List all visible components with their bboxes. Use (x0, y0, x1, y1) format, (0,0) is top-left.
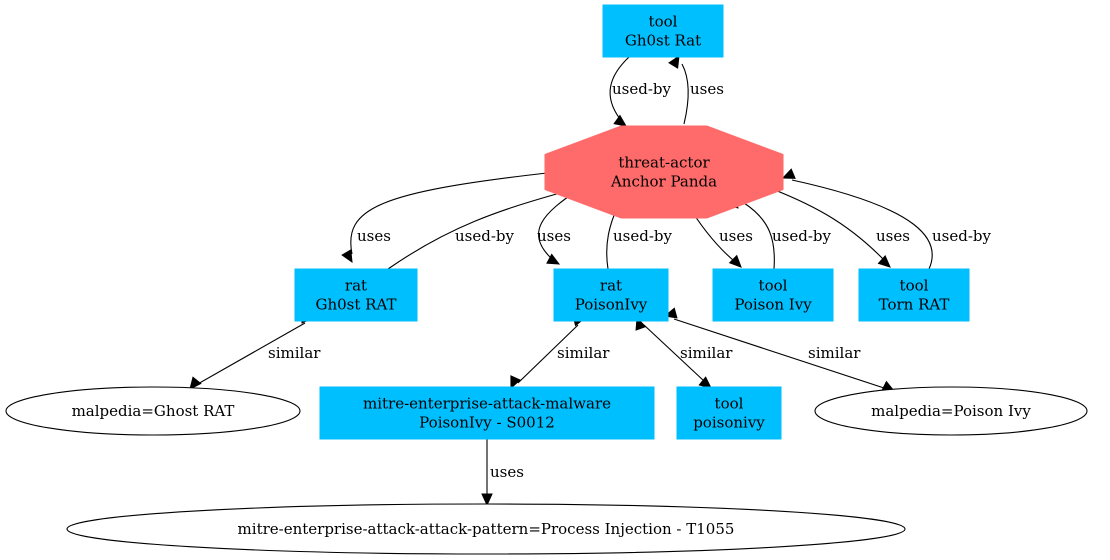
node-name-label: Torn RAT (879, 296, 950, 314)
arrowhead-icon (613, 114, 627, 127)
edge-line (195, 322, 306, 386)
node-name-label: poisonivy (693, 414, 765, 432)
edge-label: uses (719, 227, 753, 245)
edge-rat_gh0st-to-threat_actor (387, 180, 572, 270)
node-name-label: malpedia=Ghost RAT (72, 402, 235, 420)
node-malpedia-ghost[interactable]: malpedia=Ghost RAT (5, 386, 301, 436)
node-name-label: malpedia=Poison Ivy (871, 402, 1031, 420)
node-ellipse (66, 503, 906, 555)
node-type-label: rat (345, 277, 367, 295)
edge-line (673, 318, 885, 389)
node-type-label: tool (900, 277, 929, 295)
edge-label: uses (357, 227, 391, 245)
node-type-label: tool (649, 13, 678, 31)
node-name-label: Gh0st RAT (316, 296, 397, 314)
edge-label: uses (690, 80, 724, 98)
node-name-label: PoisonIvy - S0012 (419, 414, 555, 432)
edge-label: uses (537, 227, 571, 245)
arrowhead-icon (877, 255, 891, 268)
node-type-label: rat (600, 277, 622, 295)
node-name-label: mitre-enterprise-attack-attack-pattern=P… (238, 520, 735, 538)
node-box (712, 268, 834, 322)
node-box (294, 268, 418, 322)
edge-line (350, 172, 548, 255)
arrowhead-icon (481, 493, 493, 507)
edge-label: used-by (613, 227, 673, 245)
edge-threat_actor-to-tool_torn_rat (761, 184, 891, 268)
node-box (676, 386, 782, 440)
edge-line (791, 179, 933, 270)
edge-line (643, 324, 705, 382)
arrowhead-icon (189, 376, 202, 390)
edge-label: used-by (772, 227, 832, 245)
node-box (602, 4, 724, 58)
edge-label: similar (808, 344, 861, 362)
node-attack-pattern[interactable]: mitre-enterprise-attack-attack-pattern=P… (66, 503, 906, 555)
node-type-label: tool (759, 277, 788, 295)
edge-threat_actor-to-rat_gh0st (341, 172, 548, 264)
edge-mitre_malware-to-attack_pattern (481, 439, 493, 507)
edge-label: used-by (455, 227, 515, 245)
edge-tool_torn_rat-to-threat_actor (781, 168, 933, 270)
arrowhead-icon (698, 376, 712, 389)
edge-threat_actor-to-tool_gh0st_rat (668, 54, 689, 125)
edge-rat_poisonivy-to-tool_poisonivy (635, 316, 712, 389)
node-type-label: threat-actor (618, 154, 710, 172)
node-ellipse (814, 386, 1088, 436)
arrowhead-icon (510, 375, 521, 390)
edge-label: similar (680, 344, 733, 362)
arrowhead-icon (781, 168, 796, 179)
node-name-label: Gh0st Rat (625, 32, 701, 50)
edge-label: uses (876, 227, 910, 245)
edge-line (609, 56, 630, 120)
edge-label: similar (268, 344, 321, 362)
edge-line (387, 192, 561, 270)
edge-line (743, 202, 775, 270)
edge-line (517, 324, 579, 384)
arrowhead-icon (546, 253, 561, 265)
arrowhead-icon (728, 254, 742, 268)
node-box (858, 268, 970, 322)
edge-label: used-by (932, 227, 992, 245)
node-malpedia-poison[interactable]: malpedia=Poison Ivy (814, 386, 1088, 436)
node-mitre-malware[interactable]: mitre-enterprise-attack-malwarePoisonIvy… (319, 386, 655, 440)
node-name-label: Anchor Panda (610, 173, 717, 191)
edge-line (538, 189, 579, 260)
edge-label: similar (557, 344, 610, 362)
edge-label: uses (490, 463, 524, 481)
arrowhead-icon (668, 54, 680, 69)
edge-line (681, 63, 689, 125)
arrowhead-icon (341, 249, 353, 264)
edge-line (761, 184, 885, 261)
node-name-label: PoisonIvy (575, 296, 648, 314)
node-octagon (544, 125, 784, 219)
node-type-label: tool (715, 395, 744, 413)
node-ellipse (5, 386, 301, 436)
node-name-label: Poison Ivy (734, 296, 812, 314)
node-box (553, 268, 669, 322)
edge-tool_gh0st_rat-to-threat_actor (609, 56, 630, 127)
edge-label: used-by (612, 80, 672, 98)
node-box (319, 386, 655, 440)
node-type-label: mitre-enterprise-attack-malware (363, 395, 611, 413)
